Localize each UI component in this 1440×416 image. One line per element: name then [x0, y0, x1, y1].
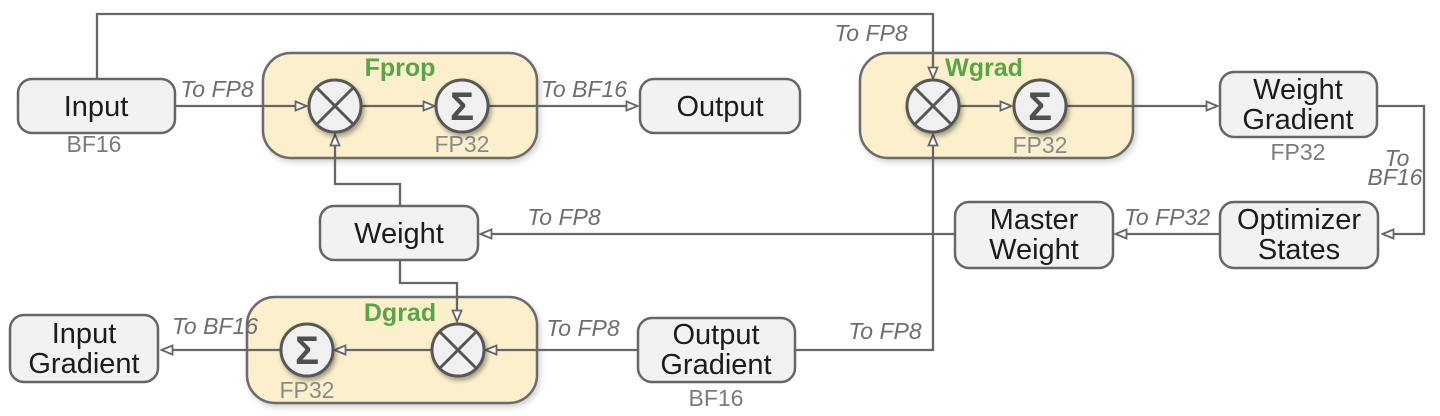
cast-label-input-to-fprop: To FP8 [180, 76, 254, 102]
output-box [638, 77, 802, 135]
node-weight-gradient: Weight Gradient FP32 [1218, 70, 1379, 165]
output-gradient-box [636, 316, 797, 384]
svg-text:Σ: Σ [450, 85, 474, 129]
weight-gradient-format-label: FP32 [1271, 139, 1326, 165]
node-weight: Weight [318, 204, 480, 262]
cast-label-master-weight-to-weight: To FP8 [527, 204, 601, 230]
cast-label-weight-gradient-to-optimizer-line1: To [1385, 145, 1410, 171]
wgrad-multiply-icon [905, 78, 961, 134]
output-gradient-label-line1: Output [672, 319, 759, 351]
dgrad-multiply-icon [430, 322, 486, 378]
weight-gradient-box [1218, 70, 1379, 139]
node-input-gradient: Input Gradient [8, 313, 160, 384]
edge-weight-to-fprop [335, 135, 402, 206]
input-gradient-label-line1: Input [52, 318, 117, 350]
input-label: Input [64, 91, 129, 123]
input-gradient-box [8, 313, 160, 384]
cast-label-dgrad-to-input-gradient: To BF16 [172, 313, 258, 339]
dgrad-title: Dgrad [364, 299, 436, 327]
node-master-weight: Master Weight [953, 200, 1115, 270]
cast-label-output-gradient-to-wgrad: To FP8 [848, 318, 922, 344]
input-gradient-label-line2: Gradient [28, 348, 139, 380]
fprop-multiply-icon [307, 78, 363, 134]
fprop-title: Fprop [365, 54, 436, 82]
svg-text:Σ: Σ [1028, 85, 1052, 129]
input-format-label: BF16 [67, 131, 122, 157]
output-label: Output [676, 91, 763, 123]
cast-label-input-to-wgrad: To FP8 [834, 20, 908, 46]
edge-weight-to-dgrad [398, 260, 457, 321]
dgrad-accumulate-format: FP32 [280, 377, 335, 403]
weight-gradient-label-line1: Weight [1253, 74, 1343, 106]
optimizer-states-label-line2: States [1258, 234, 1340, 266]
node-optimizer-states: Optimizer States [1218, 200, 1380, 270]
wgrad-sum-icon: Σ [1012, 78, 1068, 134]
node-output-gradient: Output Gradient BF16 [636, 316, 797, 411]
weight-label: Weight [354, 218, 444, 250]
cast-labels: To FP8 To FP8 To BF16 To FP8 To FP32 To … [172, 20, 1423, 344]
cast-label-output-gradient-to-dgrad: To FP8 [546, 315, 620, 341]
master-weight-box [953, 200, 1115, 270]
master-weight-label-line1: Master [990, 204, 1079, 236]
fprop-accumulate-format: FP32 [435, 131, 490, 157]
optimizer-states-box [1218, 200, 1380, 270]
input-box [16, 77, 177, 135]
output-gradient-label-line2: Gradient [660, 349, 771, 381]
edge-input-to-wgrad [95, 12, 933, 78]
master-weight-label-line2: Weight [989, 234, 1079, 266]
optimizer-states-label-line1: Optimizer [1237, 204, 1361, 236]
wgrad-title: Wgrad [945, 54, 1023, 82]
cast-label-optimizer-to-master-weight: To FP32 [1124, 204, 1210, 230]
cast-label-weight-gradient-to-optimizer-line2: BF16 [1368, 164, 1423, 190]
svg-text:Σ: Σ [295, 329, 319, 373]
fprop-sum-icon: Σ [434, 78, 490, 134]
edge-weight-gradient-to-optimizer [1377, 104, 1426, 234]
node-input: Input BF16 [16, 77, 177, 157]
edges [95, 12, 1426, 352]
weight-gradient-label-line2: Gradient [1242, 104, 1353, 136]
output-gradient-format-label: BF16 [689, 385, 744, 411]
node-output: Output [638, 77, 802, 135]
weight-box [318, 204, 480, 262]
cast-label-fprop-to-output: To BF16 [541, 76, 627, 102]
dgrad-sum-icon: Σ [279, 322, 335, 378]
wgrad-accumulate-format: FP32 [1013, 132, 1068, 158]
edge-output-gradient-to-wgrad [795, 135, 933, 352]
